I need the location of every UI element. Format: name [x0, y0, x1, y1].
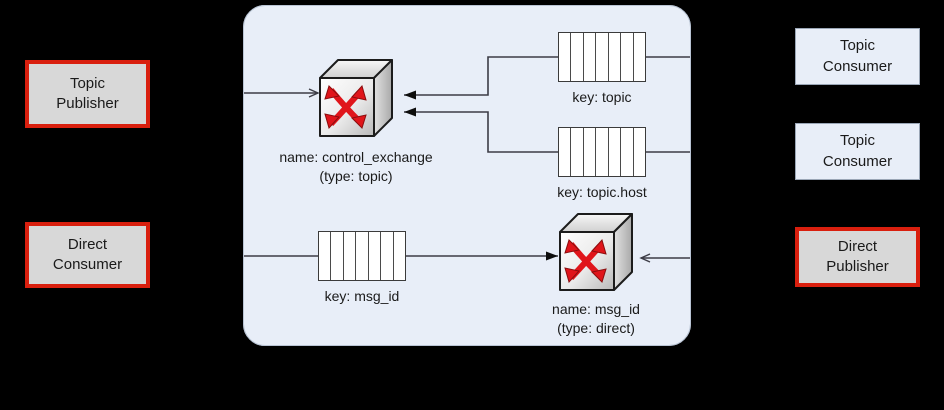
topic-consumer-box-2[interactable]: Topic Consumer: [795, 123, 920, 180]
background-mask-bottom: [0, 346, 944, 410]
control-exchange-type-label: (type: topic): [319, 168, 393, 184]
queue-cell: [331, 232, 344, 280]
queue-msg-id-label: key: msg_id: [324, 288, 400, 304]
queue-cell: [319, 232, 332, 280]
queue-cell: [596, 33, 609, 81]
queue-cell: [356, 232, 369, 280]
control-exchange-icon[interactable]: [316, 58, 396, 142]
queue-cell: [369, 232, 382, 280]
msg-id-exchange-icon[interactable]: [556, 212, 636, 296]
queue-cell: [634, 128, 645, 176]
control-exchange-name-label: name: control_exchange: [279, 149, 433, 165]
queue-cell: [394, 232, 405, 280]
msg-id-exchange-name-label: name: msg_id: [552, 301, 640, 317]
queue-msg-id[interactable]: [318, 231, 406, 281]
queue-cell: [596, 128, 609, 176]
queue-topic[interactable]: [558, 32, 646, 82]
broker-panel-outline: [243, 5, 691, 346]
direct-consumer-box[interactable]: Direct Consumer: [25, 222, 150, 288]
queue-cell: [609, 128, 622, 176]
queue-topic-label: key: topic: [572, 89, 632, 105]
msg-id-exchange-type-label: (type: direct): [557, 320, 635, 336]
queue-cell: [381, 232, 394, 280]
queue-cell: [584, 128, 597, 176]
queue-cell: [584, 33, 597, 81]
topic-consumer-box-1[interactable]: Topic Consumer: [795, 28, 920, 85]
topic-publisher-box[interactable]: Topic Publisher: [25, 60, 150, 128]
queue-cell: [344, 232, 357, 280]
queue-cell: [559, 128, 572, 176]
queue-topic-host[interactable]: [558, 127, 646, 177]
direct-publisher-box[interactable]: Direct Publisher: [795, 227, 920, 287]
queue-cell: [621, 33, 634, 81]
queue-cell: [621, 128, 634, 176]
queue-cell: [634, 33, 645, 81]
queue-cell: [571, 33, 584, 81]
queue-cell: [571, 128, 584, 176]
queue-cell: [559, 33, 572, 81]
queue-topic-host-label: key: topic.host: [557, 184, 647, 200]
queue-cell: [609, 33, 622, 81]
